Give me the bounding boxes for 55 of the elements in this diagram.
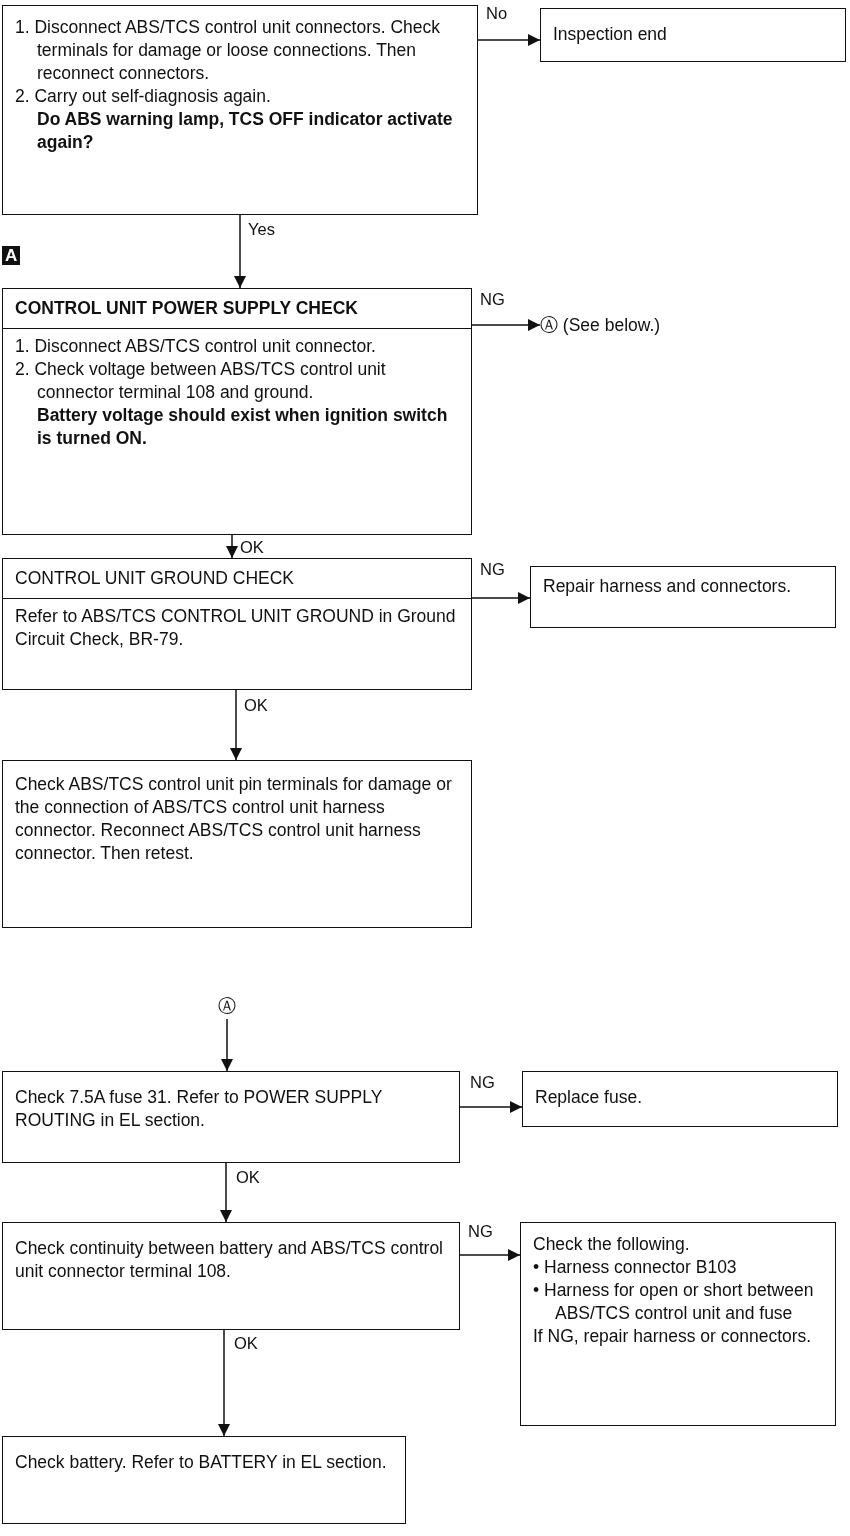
edge-label: No — [486, 4, 508, 22]
process-box — [2, 1436, 406, 1524]
arrow — [459, 1249, 521, 1261]
step-heading: CONTROL UNIT GROUND CHECK — [3, 559, 471, 599]
process-box — [522, 1071, 838, 1127]
edge-label: OK — [236, 1168, 260, 1186]
step-text: • Harness connector B103 — [532, 1256, 738, 1279]
step-text: 1. Disconnect ABS/TCS control unit connector. — [14, 335, 377, 358]
step-text: Check battery. Refer to BATTERY in EL section. — [14, 1451, 388, 1474]
step-text: Refer to ABS/TCS CONTROL UNIT GROUND in Ground Circuit Check, BR-79. — [14, 605, 457, 651]
section-marker: A — [2, 246, 21, 265]
edge-label: OK — [240, 538, 264, 556]
arrow — [471, 319, 541, 331]
edge-label: NG — [470, 1073, 495, 1091]
arrow — [230, 689, 242, 761]
process-box — [2, 5, 478, 215]
connector-symbol: Ⓐ — [217, 995, 237, 1018]
step-text: Inspection end — [552, 23, 668, 46]
step-text: Check the following. — [532, 1233, 691, 1256]
step-text: Do ABS warning lamp, TCS OFF indicator activate again? — [36, 108, 454, 154]
process-box — [2, 1071, 460, 1163]
process-box — [520, 1222, 836, 1426]
step-text: Check 7.5A fuse 31. Refer to POWER SUPPLY ROUTING in EL section. — [14, 1086, 384, 1132]
step-text: 2. Carry out self-diagnosis again. — [14, 85, 272, 108]
step-text: If NG, repair harness or connectors. — [532, 1325, 813, 1348]
process-box — [540, 8, 846, 62]
edge-label: OK — [244, 696, 268, 714]
edge-label: OK — [234, 1334, 258, 1352]
step-heading: CONTROL UNIT POWER SUPPLY CHECK — [3, 289, 471, 329]
step-text: Check continuity between battery and ABS/TCS control unit connector terminal 108. — [14, 1237, 444, 1283]
process-box — [530, 566, 836, 628]
edge-label: NG — [468, 1222, 493, 1240]
step-text: Repair harness and connectors. — [542, 575, 793, 598]
step-text: Check ABS/TCS control unit pin terminals for damage or the connection of ABS/TCS control unit harness connector. Reconnect ABS/TCS control unit harness connector. Then retest. — [14, 773, 453, 865]
arrow — [459, 1101, 523, 1113]
arrow — [220, 1162, 232, 1223]
step-text: Battery voltage should exist when ignition switch is turned ON. — [36, 404, 449, 450]
connector-label: Ⓐ (See below.) — [540, 314, 662, 337]
process-box — [2, 760, 472, 928]
step-text: Replace fuse. — [534, 1086, 643, 1109]
step-text: 2. Check voltage between ABS/TCS control unit connector terminal 108 and ground. — [14, 358, 387, 404]
arrow — [221, 1018, 233, 1072]
arrow — [226, 534, 238, 559]
edge-label: NG — [480, 290, 505, 308]
arrow — [218, 1329, 230, 1437]
arrow — [471, 592, 531, 604]
process-box — [2, 1222, 460, 1330]
process-box — [2, 288, 472, 535]
process-box — [2, 558, 472, 690]
step-text: • Harness for open or short between ABS/TCS control unit and fuse — [532, 1279, 815, 1325]
arrow — [477, 34, 541, 46]
step-text: 1. Disconnect ABS/TCS control unit connectors. Check terminals for damage or loose connections. Then reconnect connectors. — [14, 16, 442, 85]
edge-label: NG — [480, 560, 505, 578]
arrow — [234, 214, 246, 289]
edge-label: Yes — [248, 220, 275, 238]
